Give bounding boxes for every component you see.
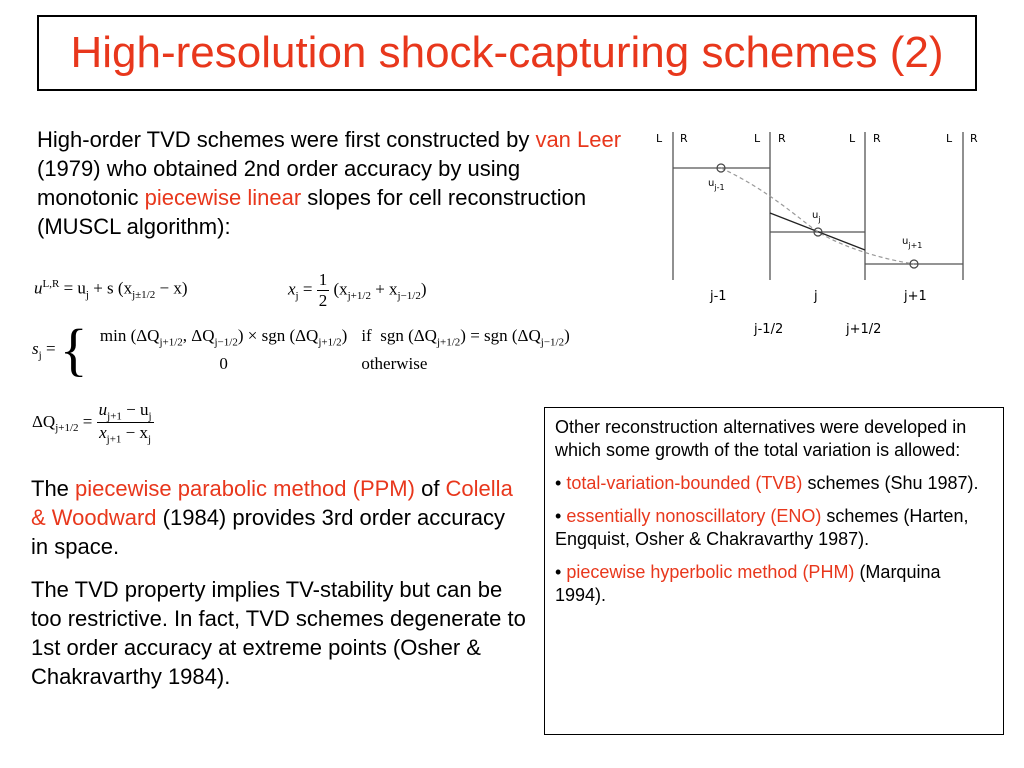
- colella-woodward-highlight: Colella & Woodward: [31, 476, 513, 530]
- eq2-den: 2: [318, 291, 328, 310]
- svg-text:uj: uj: [812, 210, 821, 224]
- eq1-u: u: [34, 278, 43, 298]
- cell-label-j: j: [813, 289, 818, 304]
- dq-eq: =: [82, 411, 93, 431]
- eq1-rhs: = u: [63, 278, 86, 298]
- intro-paragraph: High-order TVD schemes were first constr…: [37, 125, 627, 241]
- label-R-4: R: [970, 132, 978, 145]
- eq2-close: ): [420, 279, 427, 299]
- label-R-1: R: [680, 132, 688, 145]
- left-bottom-text: The piecewise parabolic method (PPM) of …: [31, 474, 526, 705]
- label-L-2: L: [754, 132, 761, 145]
- equation-slope: sj = { min (ΔQj+1/2, ΔQj−1/2) × sgn (ΔQj…: [32, 321, 578, 379]
- dq-sub: j+1/2: [55, 422, 79, 435]
- eq2-sub1: j+1/2: [347, 289, 371, 302]
- equation-delta-q: ΔQj+1/2 = uj+1 − uj xj+1 − xj: [32, 400, 154, 446]
- svg-text:uj-1: uj-1: [708, 178, 725, 192]
- eq1-plus-s: + s: [93, 278, 114, 298]
- eq2-body: (x: [333, 279, 348, 299]
- eq2-sub2: j−1/2: [397, 289, 421, 302]
- eq2-num: 1: [316, 270, 330, 291]
- label-L-3: L: [849, 132, 856, 145]
- interface-label-jm12: j-1/2: [753, 322, 783, 337]
- alternatives-intro: Other reconstruction alternatives were d…: [555, 417, 967, 460]
- case2-condition: otherwise: [361, 354, 428, 374]
- label-R-2: R: [778, 132, 786, 145]
- eq1-sub-j: j: [85, 289, 89, 302]
- intro-text-1: High-order TVD schemes were first constr…: [37, 127, 536, 152]
- intro-text-2: (1979) who obtained 2nd order accuracy b…: [37, 156, 521, 210]
- slide-title: High-resolution shock-capturing schemes …: [70, 28, 944, 77]
- label-L-4: L: [946, 132, 953, 145]
- point-j-icon: [813, 227, 823, 237]
- cell-label-jp1: j+1: [903, 289, 927, 304]
- ppm-highlight: piecewise parabolic method (PPM): [75, 476, 415, 501]
- dq-numerator: uj+1 − uj: [96, 400, 154, 424]
- dashed-profile-line: [720, 167, 915, 265]
- svg-text:uj+1: uj+1: [902, 236, 922, 250]
- label-R-3: R: [873, 132, 881, 145]
- interface-label-jp12: j+1/2: [845, 322, 881, 337]
- label-L-1: L: [656, 132, 663, 145]
- eq2-x: x: [288, 279, 296, 299]
- title-box: High-resolution shock-capturing schemes …: [37, 15, 977, 91]
- eq1-sub: j±1/2: [132, 289, 156, 302]
- intro-highlight-van-leer: van Leer: [535, 127, 622, 152]
- tvd-note-paragraph: The TVD property implies TV-stability bu…: [31, 577, 526, 689]
- intro-text-3: slopes for cell reconstruction (MUSCL al…: [37, 185, 587, 239]
- case1-condition: if sgn (ΔQj+1/2) = sgn (ΔQj−1/2): [361, 326, 570, 349]
- point-jp1-icon: [909, 259, 919, 269]
- cell-label-jm1: j-1: [709, 289, 727, 304]
- case2-expr: 0: [219, 354, 228, 374]
- equation-reconstruction: uL,R = uj + s (xj±1/2 − x): [34, 278, 188, 301]
- muscl-diagram: L R L R L R L R uj-1 uj uj+1 j-1 j j+1 j…: [656, 132, 978, 337]
- eq1-paren: (x: [117, 278, 133, 298]
- point-jm1-icon: [716, 163, 726, 173]
- dq-denominator: xj+1 − xj: [99, 423, 152, 446]
- dq-fraction: uj+1 − uj xj+1 − xj: [96, 400, 154, 446]
- slope-lhs: s: [32, 339, 39, 359]
- slope-eq: =: [45, 339, 56, 359]
- alternatives-box: Other reconstruction alternatives were d…: [544, 407, 1004, 735]
- brace-icon: {: [59, 317, 88, 383]
- eq1-sup: L,R: [42, 278, 60, 290]
- alternative-item-tvb: • total-variation-bounded (TVB) schemes …: [555, 473, 979, 493]
- eq2-plus: + x: [375, 279, 398, 299]
- dq-lhs: ΔQ: [32, 411, 56, 431]
- case1-expr: min (ΔQj+1/2, ΔQj−1/2) × sgn (ΔQj+1/2): [99, 326, 348, 349]
- slope-cases: min (ΔQj+1/2, ΔQj−1/2) × sgn (ΔQj+1/2) i…: [92, 322, 578, 378]
- eq2-eq: =: [302, 279, 313, 299]
- alternative-item-phm: • piecewise hyperbolic method (PHM) (Mar…: [555, 562, 941, 605]
- ppm-paragraph: The piecewise parabolic method (PPM) of …: [31, 476, 513, 559]
- intro-highlight-piecewise-linear: piecewise linear: [144, 185, 302, 210]
- eq1-close: ): [181, 278, 188, 298]
- alternative-item-eno: • essentially nonoscillatory (ENO) schem…: [555, 506, 969, 549]
- eq1-minus: − x: [159, 278, 182, 298]
